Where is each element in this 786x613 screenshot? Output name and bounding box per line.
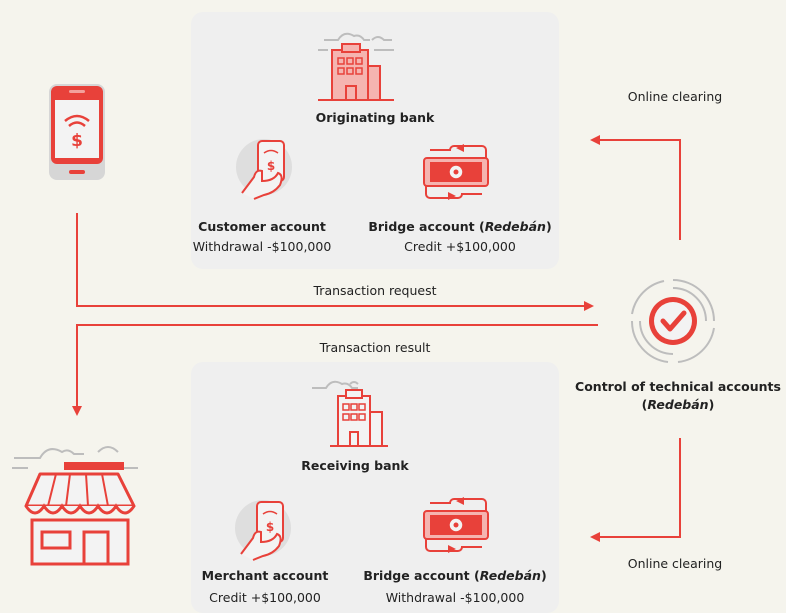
svg-text:$: $: [267, 159, 275, 173]
receiving-bridge-account-value: Withdrawal -$100,000: [385, 590, 525, 605]
check-circle-icon: [630, 279, 715, 363]
originating-bank-panel: [191, 12, 559, 269]
banknote-transfer-icon: [423, 497, 489, 553]
customer-account-value: Withdrawal -$100,000: [192, 239, 332, 254]
bank-building-icon: [312, 380, 388, 447]
hand-phone-icon: $: [236, 139, 292, 200]
online-clearing-top-label: Online clearing: [627, 89, 723, 104]
receiving-bridge-account-title: Bridge account (Redebán): [363, 568, 547, 583]
phone-icon: $: [49, 84, 105, 180]
control-title-line2: (Redebán): [641, 397, 715, 412]
bank-building-icon: [318, 32, 394, 101]
originating-bridge-account-value: Credit +$100,000: [404, 239, 516, 254]
merchant-account-title: Merchant account: [201, 568, 329, 583]
transaction-request-label: Transaction request: [313, 283, 437, 298]
online-clearing-bottom-label: Online clearing: [627, 556, 723, 571]
receiving-bank-label: Receiving bank: [301, 458, 409, 473]
customer-account-title: Customer account: [198, 219, 326, 234]
originating-bank-label: Originating bank: [315, 110, 435, 125]
banknote-transfer-icon: [423, 144, 489, 200]
transaction-result-arrow: [72, 324, 598, 416]
merchant-account-value: Credit +$100,000: [209, 590, 321, 605]
control-title-line1: Control of technical accounts: [575, 379, 781, 394]
online-clearing-bottom-arrow: [590, 438, 681, 542]
storefront-icon: [12, 446, 138, 566]
transaction-result-label: Transaction result: [319, 340, 431, 355]
svg-text:$: $: [71, 131, 83, 151]
originating-bridge-account-title: Bridge account (Redebán): [368, 219, 552, 234]
online-clearing-top-arrow: [590, 135, 681, 240]
hand-phone-icon: $: [235, 500, 291, 561]
receiving-bank-panel: [191, 362, 559, 613]
svg-text:$: $: [266, 520, 274, 534]
transaction-request-arrow: [76, 213, 594, 311]
